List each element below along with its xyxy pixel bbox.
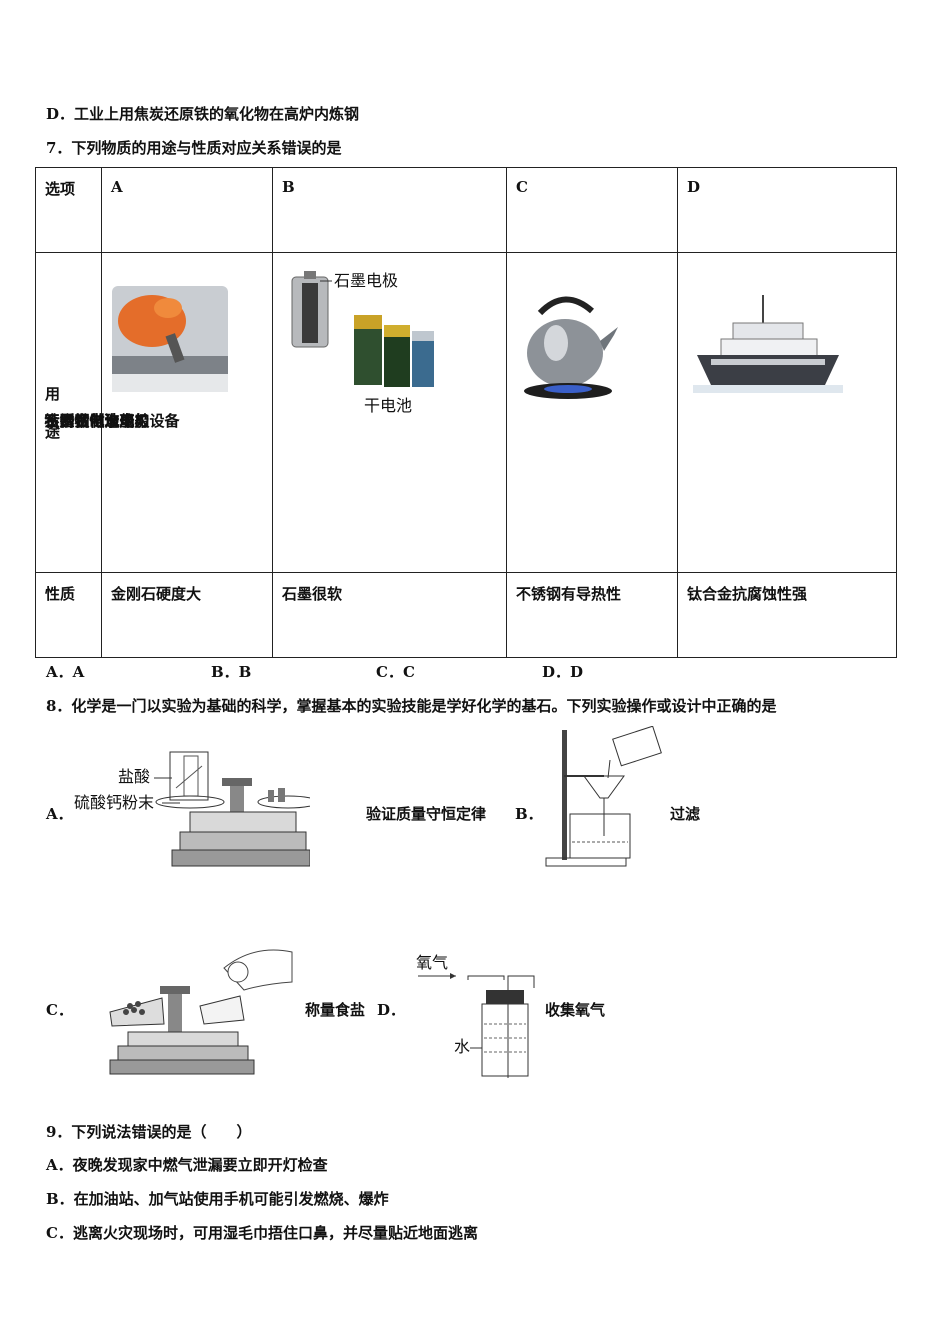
q7-option-d[interactable]: D．D [542,663,584,681]
use-d: 钛合金制造船舶设备 [44,411,180,430]
use-label: 用 途 [35,252,102,573]
col-b: B [272,167,507,253]
gas-collection-bottle-figure: 氧气 水 [416,953,535,1078]
use-c: 不锈钢做水壶 [44,411,135,430]
q7-option-b[interactable]: B．B [211,663,252,681]
table-row-header: 选项 A B C D [35,167,897,253]
q6-option-d: D．工业上用焦炭还原铁的氧化物在高炉内炼钢 [46,105,360,123]
col-d: D [677,167,897,253]
q8-option-a-text: 验证质量守恒定律 [366,805,487,823]
balance-with-beaker-figure: 盐酸 硫酸钙粉末 [74,751,310,867]
battery-image: 石墨电极 干电池 [291,271,434,413]
use-label-2: 途 [45,422,61,441]
q8-option-d-text: 收集氧气 [545,1001,606,1019]
q7-stem: 7．下列物质的用途与性质对应关系错误的是 [46,139,342,157]
filtration-figure [545,726,662,867]
cell-use-b: 石墨电极 干电池 石墨做电池电极 [45,252,507,573]
battery-label-top: 石墨电极 [334,271,398,290]
ship-image [693,295,843,393]
q8-option-c-text: 称量食盐 [305,1001,366,1019]
glass-cutter-image [112,286,228,392]
label-water: 水 [454,1037,470,1056]
label-acid: 盐酸 [118,767,150,786]
cell-use-a: 金刚石做玻璃刀 [45,252,273,573]
property-label: 性质 [35,572,102,658]
header-label: 选项 [35,167,102,253]
q7-option-a[interactable]: A．A [46,663,85,681]
table-row-property: 性质 金刚石硬度大 石墨很软 不锈钢有导热性 钛合金抗腐蚀性强 [35,572,897,658]
q7-table: 选项 A B C D 用 途 金刚石做玻璃刀 [35,167,897,658]
label-oxygen: 氧气 [416,953,448,972]
q8-option-a-label[interactable]: A． [46,805,73,823]
property-b: 石墨很软 [272,572,507,658]
q8-option-c-label[interactable]: C． [46,1001,73,1019]
battery-label-bottom: 干电池 [364,396,412,413]
q7-option-c[interactable]: C．C [376,663,415,681]
q9-stem: 9．下列说法错误的是（ ） [46,1123,252,1141]
col-a: A [101,167,273,253]
q9-option-a[interactable]: A．夜晚发现家中燃气泄漏要立即开灯检查 [46,1156,328,1174]
q8-option-b-label[interactable]: B． [515,805,543,823]
property-c: 不锈钢有导热性 [506,572,678,658]
q9-option-b[interactable]: B．在加油站、加气站使用手机可能引发燃烧、爆炸 [46,1190,389,1208]
kettle-image [524,296,618,399]
col-c: C [506,167,678,253]
q8-option-d-label[interactable]: D． [377,1001,406,1019]
q8-stem: 8．化学是一门以实验为基础的科学，掌握基本的实验技能是学好化学的基石。下列实验操… [46,697,777,715]
label-powder: 硫酸钙粉末 [74,793,154,812]
property-d: 钛合金抗腐蚀性强 [677,572,897,658]
weighing-salt-figure [109,949,293,1075]
table-row-use: 用 途 金刚石做玻璃刀 [35,252,897,573]
use-a: 金刚石做玻璃刀 [44,411,150,430]
use-label-1: 用 [45,384,61,403]
q8-option-b-text: 过滤 [670,805,701,823]
use-b: 石墨做电池电极 [44,411,150,430]
property-a: 金刚石硬度大 [101,572,273,658]
cell-use-c: 不锈钢做水壶 [45,252,678,573]
q9-option-c[interactable]: C．逃离火灾现场时，可用湿毛巾捂住口鼻，并尽量贴近地面逃离 [46,1224,478,1242]
cell-use-d: 钛合金制造船舶设备 [45,252,897,573]
